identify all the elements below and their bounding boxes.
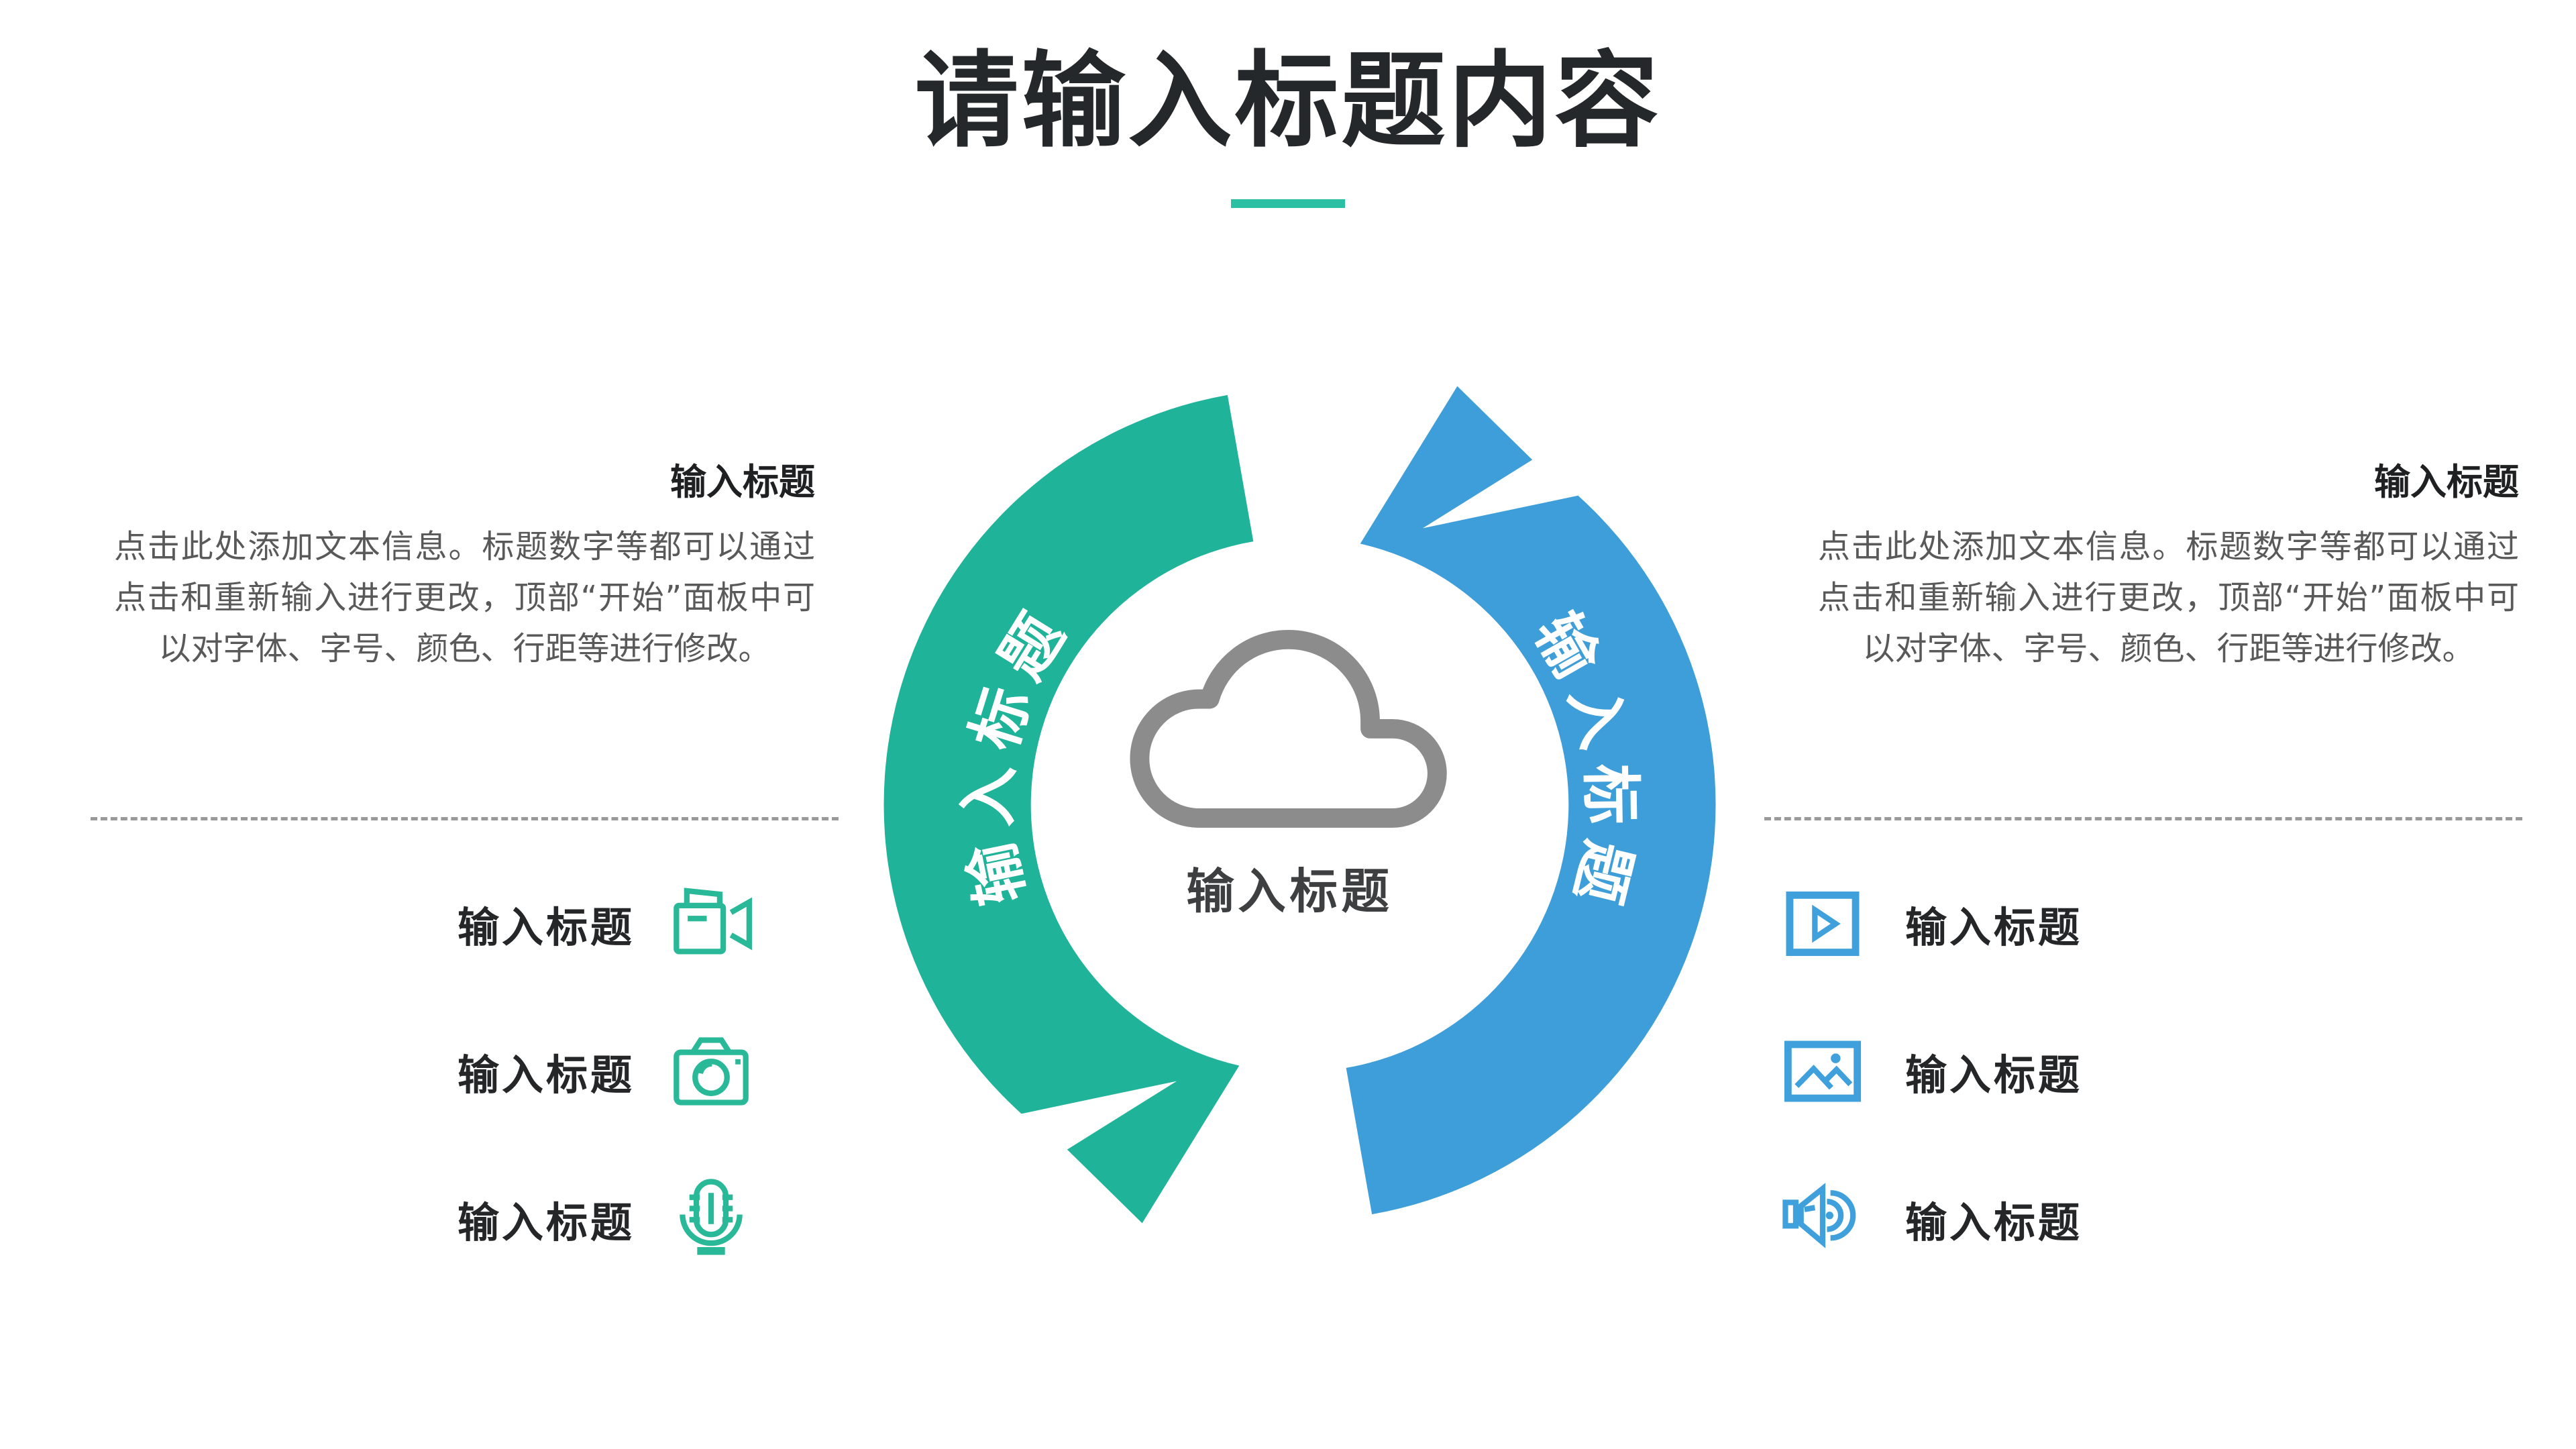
list-item[interactable]: 输入标题 [114,882,753,965]
list-item[interactable]: 输入标题 [114,1177,753,1260]
list-item-label[interactable]: 输入标题 [1905,1198,2083,1247]
left-dashed-divider [91,817,839,820]
title-underline [1231,199,1345,208]
list-item[interactable]: 输入标题 [1781,1030,2425,1113]
right-dashed-divider [1764,817,2522,820]
play-video-icon [1781,882,1864,965]
cloud-icon [1130,629,1447,828]
left-text-panel[interactable]: 输入标题 点击此处添加文本信息。标题数字等都可以通过点击和重新输入进行更改，顶部… [114,458,815,674]
right-panel-body[interactable]: 点击此处添加文本信息。标题数字等都可以通过点击和重新输入进行更改，顶部“开始”面… [1818,527,2519,667]
page-title[interactable]: 请输入标题内容 [914,40,1662,162]
left-panel-heading[interactable]: 输入标题 [670,461,815,503]
picture-icon [1781,1030,1864,1113]
list-item[interactable]: 输入标题 [1781,882,2425,965]
list-item[interactable]: 输入标题 [114,1030,753,1113]
camera-icon [669,1030,753,1113]
right-panel-heading[interactable]: 输入标题 [2374,461,2519,503]
video-camera-icon [669,882,753,965]
list-item-label[interactable]: 输入标题 [457,1198,635,1247]
list-item[interactable]: 输入标题 [1781,1177,2425,1260]
list-item-label[interactable]: 输入标题 [1905,903,2083,952]
microphone-icon [669,1177,753,1260]
list-item-label[interactable]: 输入标题 [1905,1051,2083,1099]
right-item-list: 输入标题 输入标题 输入标题 [1781,882,2425,1325]
cycle-diagram: 输入标题 输入标题 输入标题 [883,386,1716,1224]
diagram-center-label[interactable]: 输入标题 [1186,864,1393,920]
speaker-icon [1781,1177,1864,1260]
list-item-label[interactable]: 输入标题 [457,1051,635,1099]
blue-cycle-arrow[interactable] [1346,386,1716,1215]
list-item-label[interactable]: 输入标题 [457,903,635,952]
left-panel-body[interactable]: 点击此处添加文本信息。标题数字等都可以通过点击和重新输入进行更改，顶部“开始”面… [114,527,815,667]
right-text-panel[interactable]: 输入标题 点击此处添加文本信息。标题数字等都可以通过点击和重新输入进行更改，顶部… [1818,458,2519,674]
left-item-list: 输入标题 输入标题 输入标题 [114,882,753,1325]
